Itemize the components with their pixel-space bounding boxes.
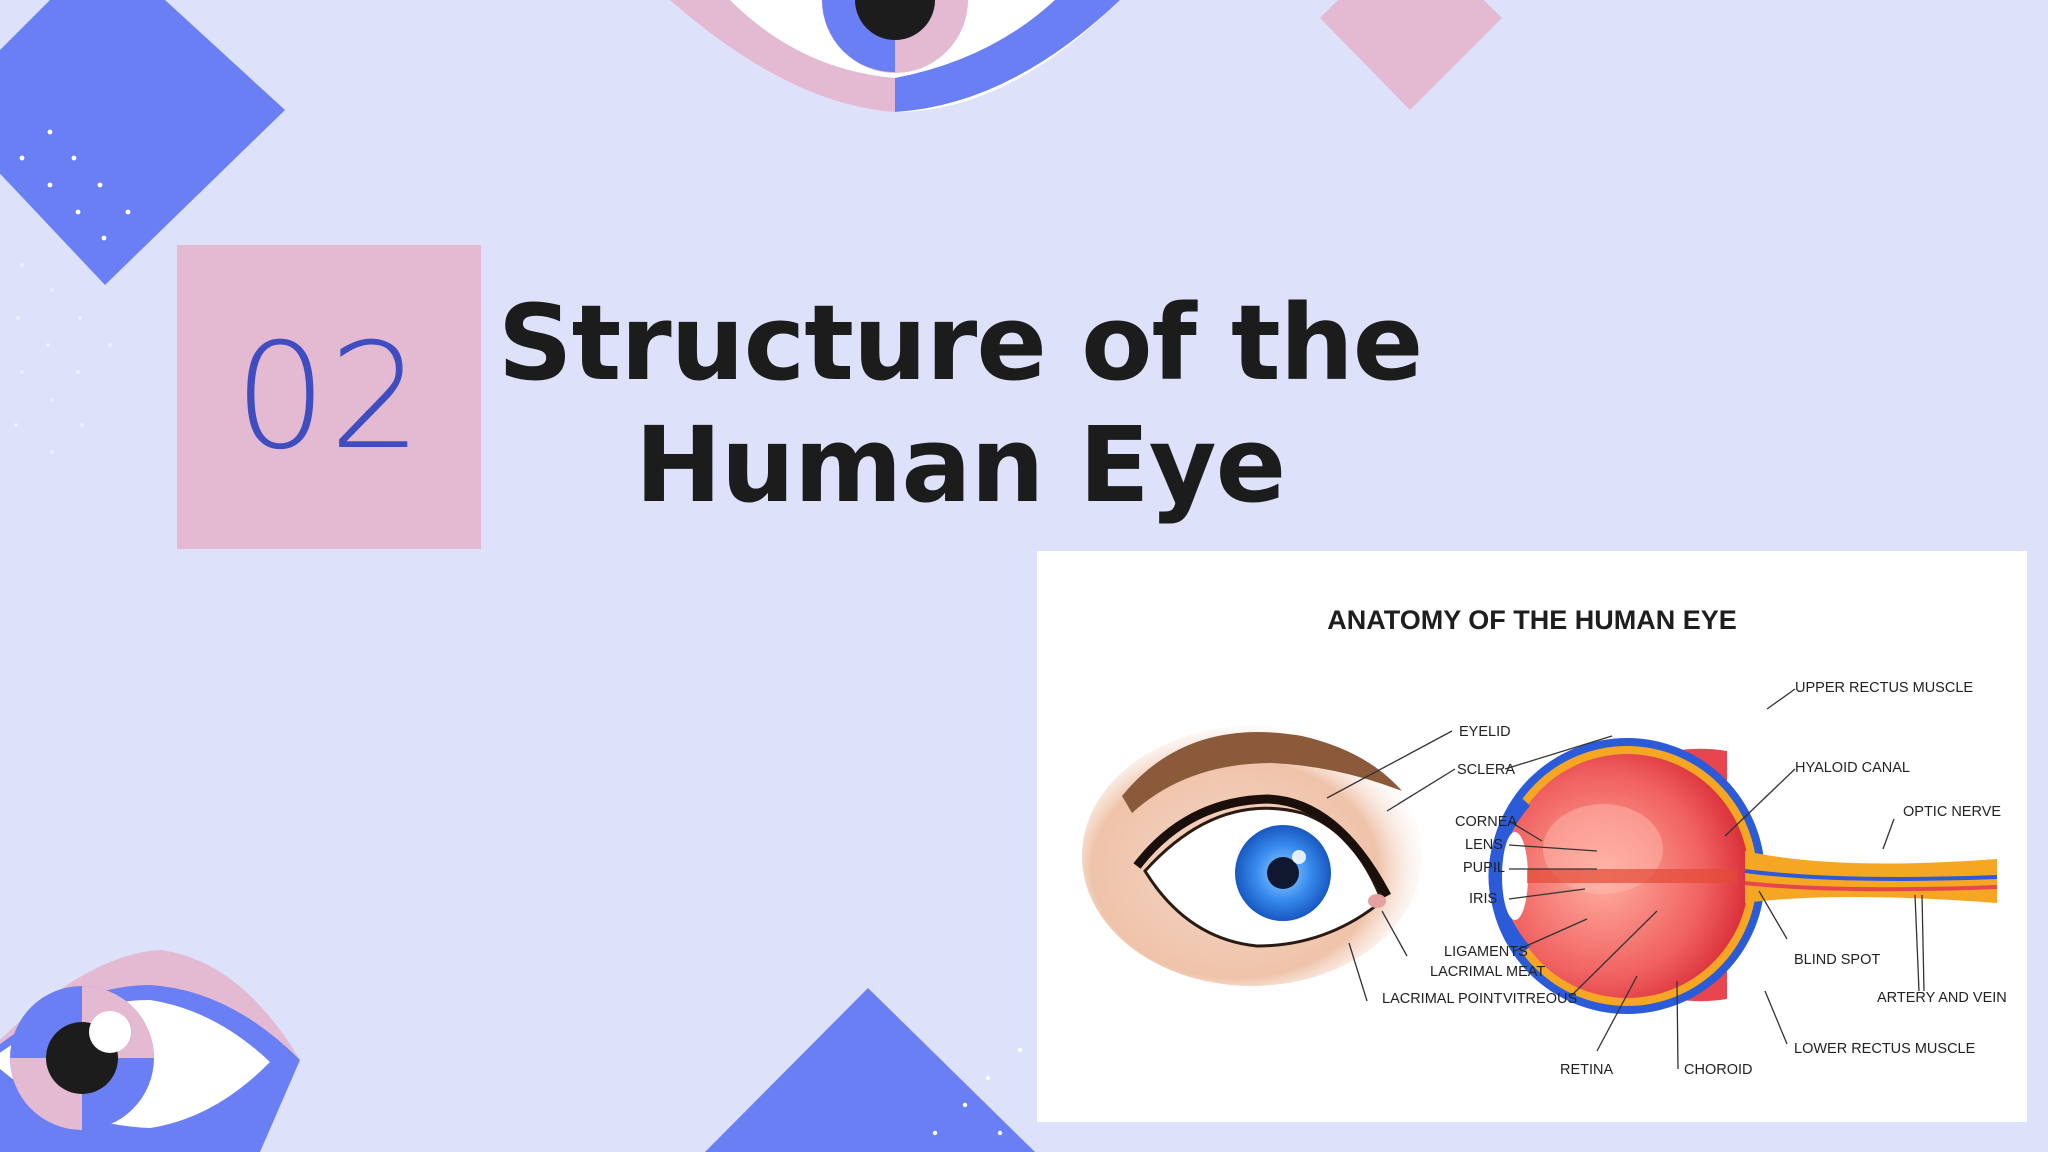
eyeball-cross-section: [1488, 738, 1998, 1014]
label-lacrimal-meat: LACRIMAL MEAT: [1430, 964, 1545, 980]
section-number: 02: [234, 312, 424, 482]
dot-pattern-bottom: [932, 1047, 1048, 1136]
label-ligaments: LIGAMENTS: [1444, 944, 1528, 960]
eye-decoration-top: [670, 0, 1120, 112]
eye-decoration-bottom-left: [0, 950, 300, 1152]
eye-anatomy-illustration: ANATOMY OF THE HUMAN EYE: [1082, 605, 2007, 1078]
eye-anatomy-diagram: ANATOMY OF THE HUMAN EYE: [1037, 551, 2027, 1122]
pink-diamond-top: [1320, 0, 1502, 110]
slide-title-line-1: Structure of the: [497, 282, 1424, 404]
label-eyelid: EYELID: [1459, 724, 1511, 740]
section-number-box: 02: [177, 245, 481, 549]
label-retina: RETINA: [1560, 1062, 1614, 1078]
slide-title: Structure of the Human Eye: [490, 282, 1430, 526]
label-artery-and-vein: ARTERY AND VEIN: [1877, 990, 2007, 1006]
label-cornea: CORNEA: [1455, 814, 1517, 830]
label-lens: LENS: [1465, 837, 1503, 853]
diagram-title: ANATOMY OF THE HUMAN EYE: [1327, 605, 1737, 635]
label-lacrimal-point: LACRIMAL POINT: [1382, 991, 1502, 1007]
anatomy-labels: EYELID SCLERA CORNEA LENS PUPIL IRIS LIG…: [1382, 680, 2007, 1078]
label-iris: IRIS: [1469, 891, 1497, 907]
label-leader-lines: [1326, 688, 1925, 1070]
label-optic-nerve: OPTIC NERVE: [1903, 804, 2001, 820]
label-hyaloid-canal: HYALOID CANAL: [1795, 760, 1910, 776]
label-pupil: PUPIL: [1463, 860, 1505, 876]
label-upper-rectus-muscle: UPPER RECTUS MUSCLE: [1795, 680, 1973, 696]
blue-triangle-bottom: [705, 988, 1035, 1152]
label-sclera: SCLERA: [1457, 762, 1515, 778]
blue-diamond-top-left: [0, 0, 285, 285]
external-eye-illustration: [1082, 726, 1422, 986]
label-blind-spot: BLIND SPOT: [1794, 952, 1880, 968]
dot-pattern-top-left: [19, 129, 131, 241]
label-lower-rectus-muscle: LOWER RECTUS MUSCLE: [1794, 1041, 1976, 1057]
label-vitreous: VITREOUS: [1503, 991, 1577, 1007]
label-choroid: CHOROID: [1684, 1062, 1752, 1078]
dot-pattern-left: [14, 263, 112, 454]
slide-title-line-2: Human Eye: [634, 404, 1286, 526]
